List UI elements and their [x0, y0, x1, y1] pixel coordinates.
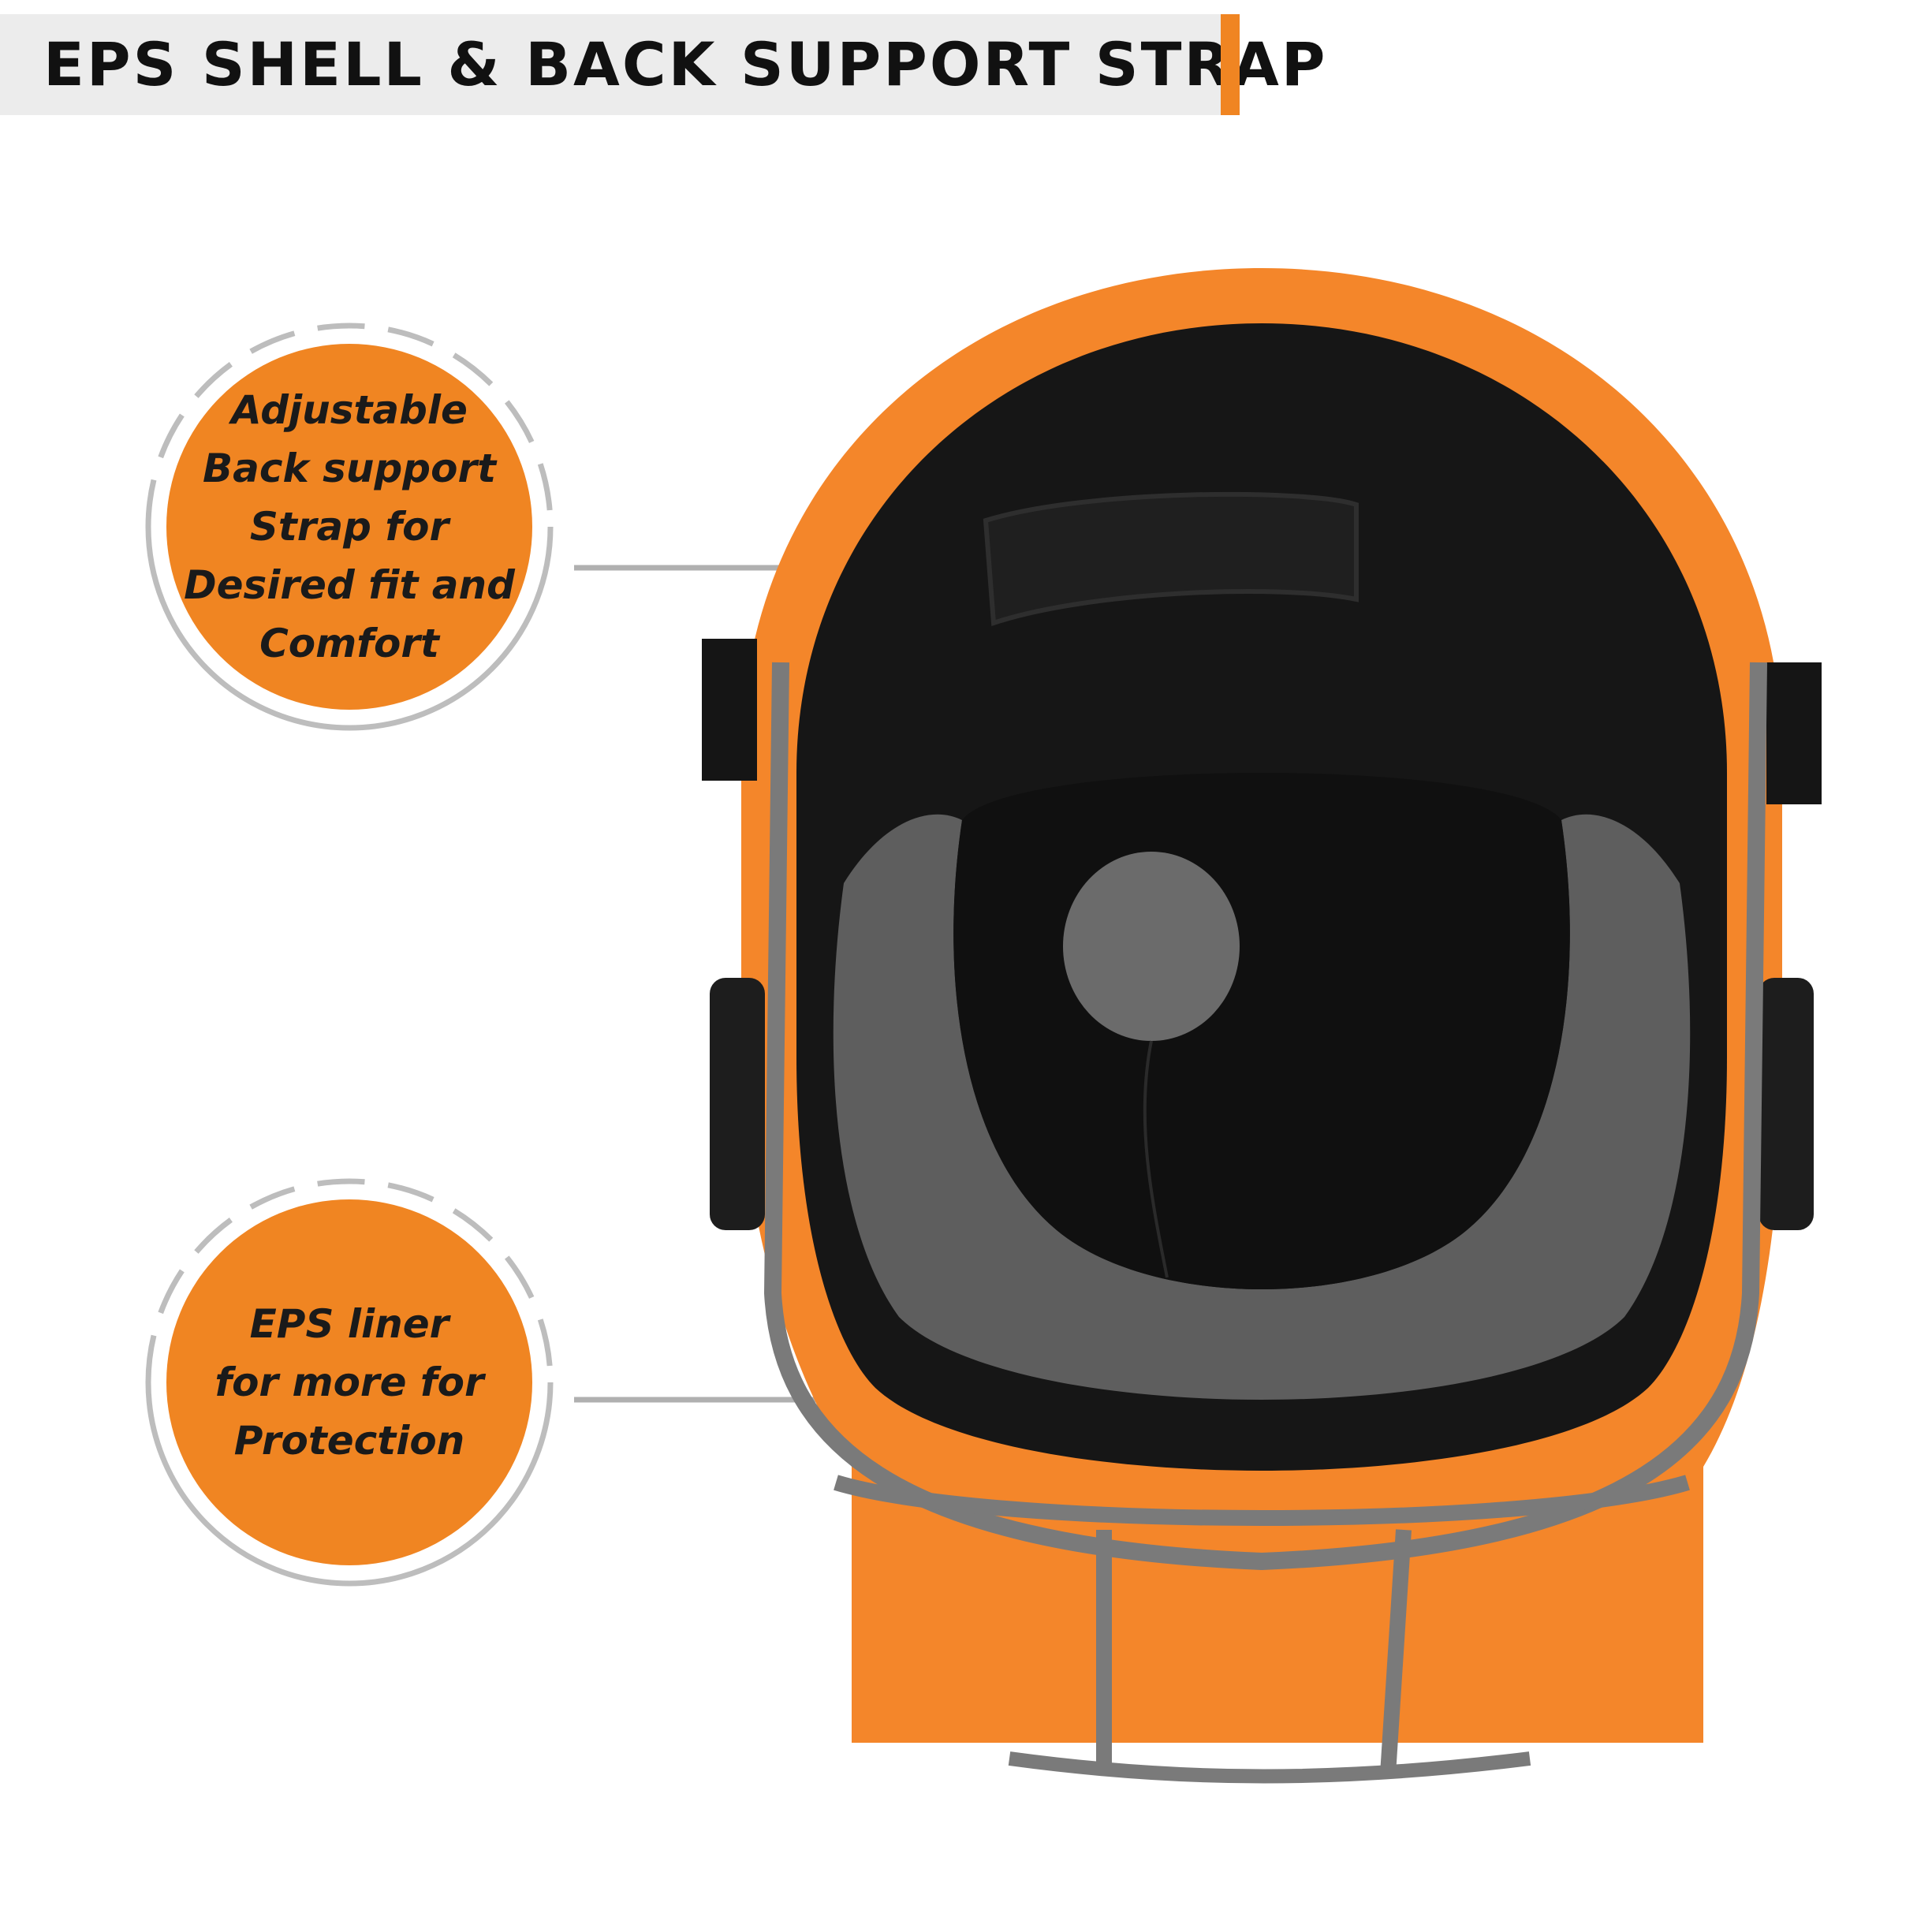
face-grille-vertical — [1380, 1529, 1412, 1775]
callout-line: EPS liner — [249, 1301, 449, 1347]
callout-line: Protection — [233, 1418, 465, 1464]
crown-disc — [1063, 852, 1240, 1041]
callout-text: EPS liner for more for Protection — [158, 1295, 541, 1470]
side-bracket-right — [1766, 662, 1822, 804]
face-grille-outer — [763, 662, 1767, 1571]
side-pad-right — [1759, 978, 1814, 1230]
side-pad-left — [710, 978, 765, 1230]
callout-eps-liner: EPS liner for more for Protection — [126, 1159, 573, 1606]
side-bracket-left — [702, 639, 757, 781]
callout-line: Adjustable — [231, 387, 468, 433]
callout-line: for more for — [214, 1359, 484, 1405]
title-bar: EPS SHELL & BACK SUPPORT STRAP — [0, 14, 1325, 115]
face-grille-bar — [834, 1475, 1690, 1526]
callout-text: Adjustable Back support Strap for Desire… — [158, 381, 541, 673]
title-accent-stripe — [1221, 14, 1240, 115]
back-support-strap — [983, 491, 1359, 627]
page-title: EPS SHELL & BACK SUPPORT STRAP — [43, 29, 1328, 99]
crown-padding — [953, 773, 1570, 1289]
callout-line: Comfort — [259, 621, 439, 666]
callout-ring — [145, 1178, 554, 1587]
callout-back-support-strap: Adjustable Back support Strap for Desire… — [126, 304, 573, 750]
eps-liner-padding — [833, 814, 1691, 1400]
callout-ring — [145, 323, 554, 731]
face-grille-bottom — [1008, 1751, 1531, 1784]
callout-line: Strap for — [249, 504, 449, 550]
callout-line: Back support — [203, 446, 496, 491]
helmet-illustration — [702, 268, 1822, 1784]
callout-line: Desired fit and — [184, 562, 515, 608]
